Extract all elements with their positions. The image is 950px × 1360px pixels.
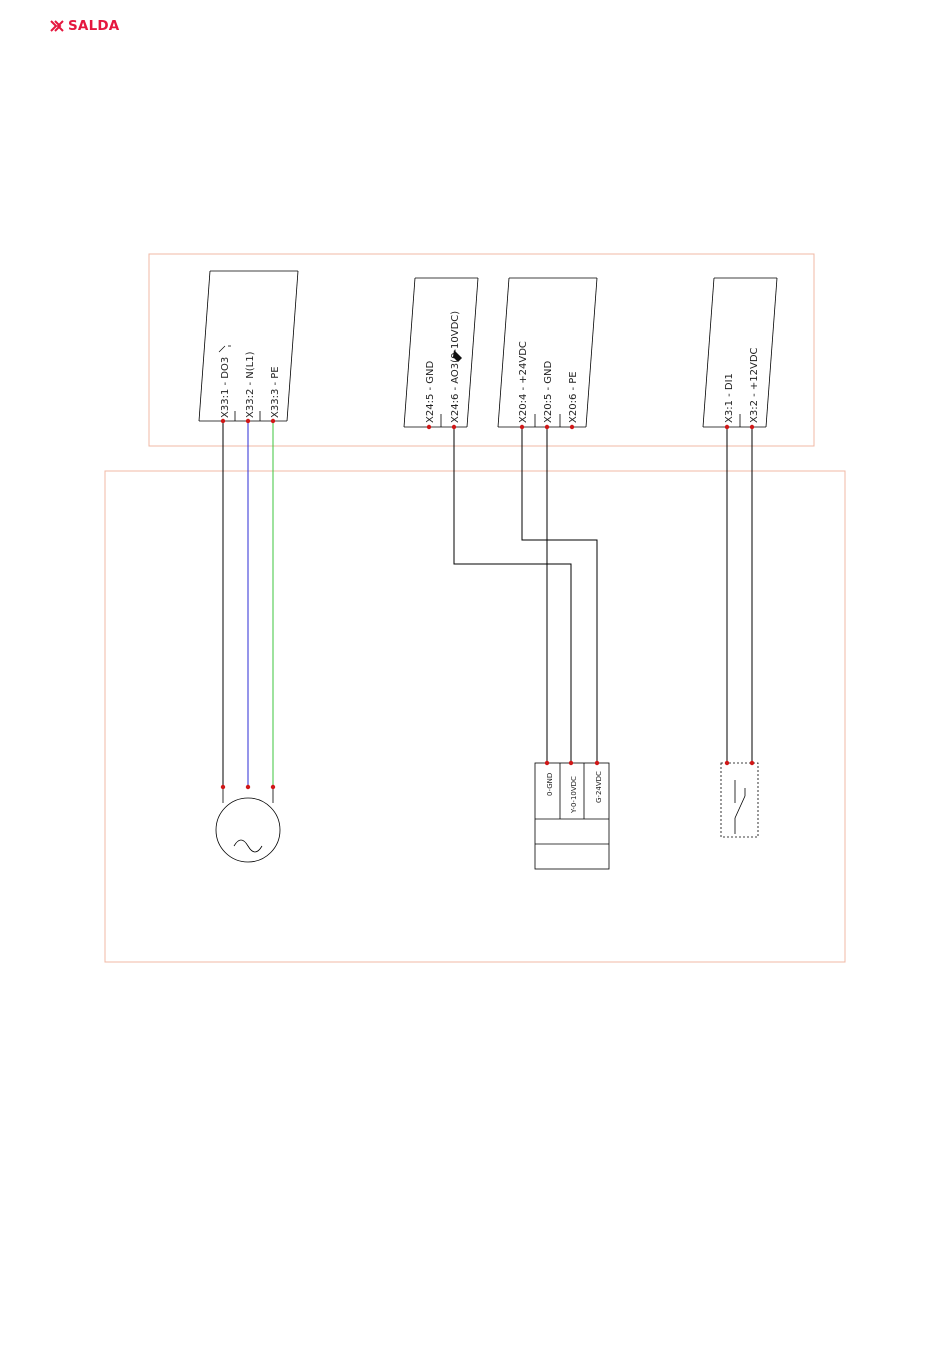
wires bbox=[223, 421, 752, 787]
wire-24vdc bbox=[522, 427, 597, 763]
wire-ao3 bbox=[454, 427, 571, 763]
terminal-label-x20-5: X20:5 - GND bbox=[543, 360, 554, 423]
actuator-pin-signal: Y-0-10VDC bbox=[570, 776, 578, 814]
terminal-label-x3-2: X3:2 - +12VDC bbox=[749, 347, 760, 423]
terminal-label-pe: X33:3 - PE bbox=[270, 366, 281, 418]
actuator-pin-24vdc: G-24VDC bbox=[595, 771, 603, 803]
terminal-label-x20-4: X20:4 - +24VDC bbox=[518, 341, 529, 423]
connection-nodes bbox=[221, 419, 754, 789]
terminal-label-n: X33:2 - N(L1) bbox=[245, 351, 256, 418]
switch-symbol bbox=[721, 763, 758, 837]
terminal-label-x20-6: X20:6 - PE bbox=[568, 371, 579, 423]
terminal-label-x24-5: X24:5 - GND bbox=[425, 360, 436, 423]
terminal-label-x3-1: X3:1 - DI1 bbox=[724, 373, 735, 423]
fan-motor-symbol bbox=[216, 787, 280, 862]
terminal-block-x24 bbox=[404, 278, 478, 427]
terminal-label-x24-6: X24:6 - AO3(0-10VDC) bbox=[450, 311, 461, 423]
terminal-label-do3: X33:1 - DO3 bbox=[220, 357, 231, 418]
contact-symbol bbox=[219, 346, 231, 352]
field-devices-frame bbox=[105, 471, 845, 962]
terminal-block-x3 bbox=[703, 278, 777, 427]
actuator-pin-gnd: 0-GND bbox=[546, 773, 554, 796]
